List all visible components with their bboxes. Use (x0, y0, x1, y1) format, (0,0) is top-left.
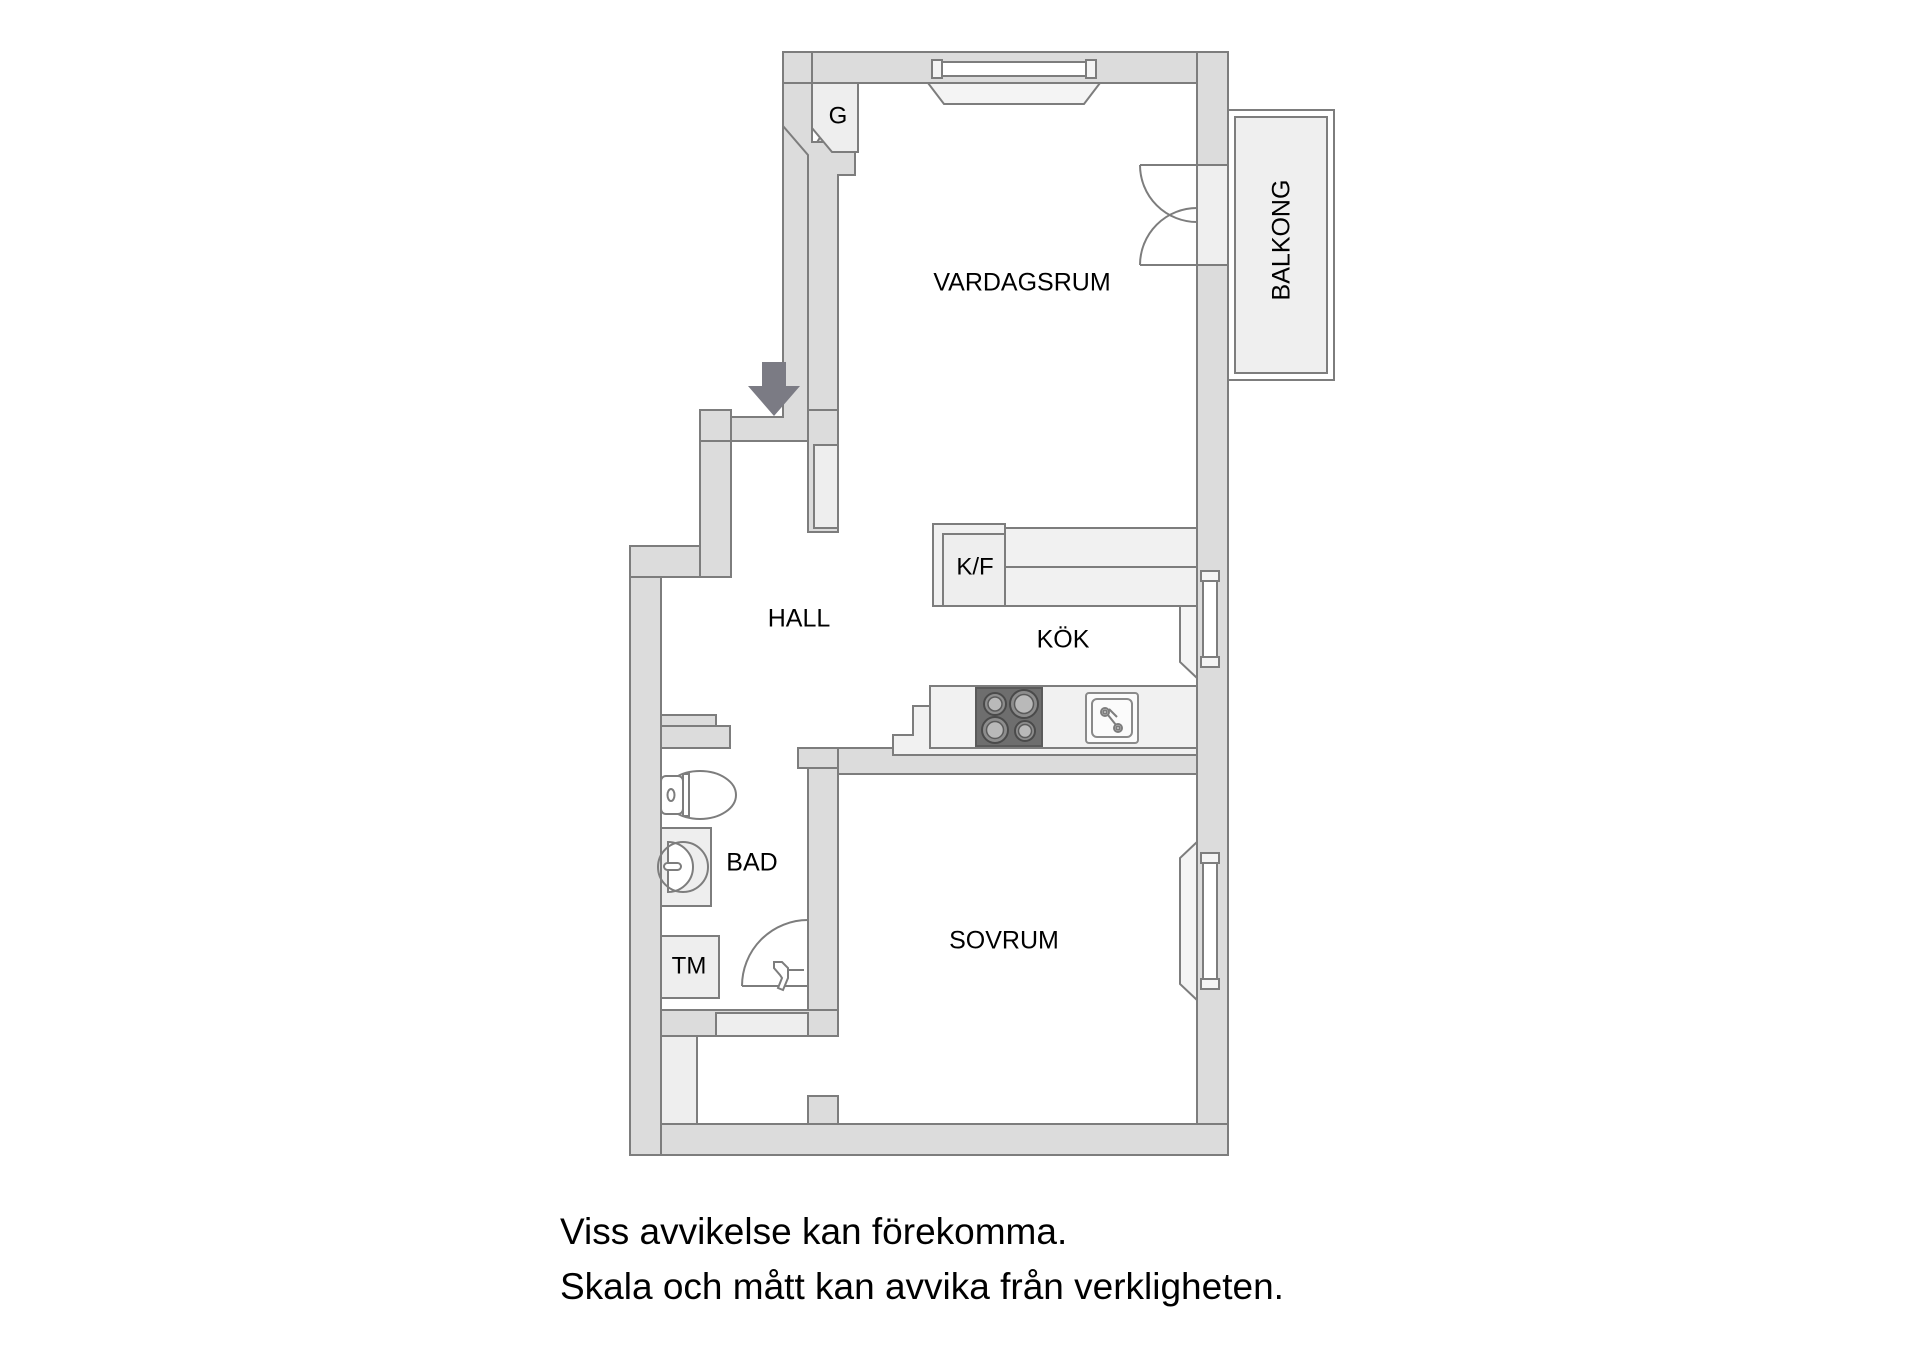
bathroom-door-swing (741, 919, 809, 992)
caption-line-2: Skala och mått kan avvika från verklighe… (560, 1266, 1284, 1308)
wall-hall-lower-step2 (660, 725, 731, 749)
kitchen-sink (1085, 692, 1139, 744)
closet-g-box (811, 82, 859, 153)
label-kyl-frys: K/F (956, 553, 993, 580)
balcony-double-door (1139, 164, 1229, 266)
room-label-balkong: BALKONG (1268, 180, 1296, 301)
room-label-sovrum: SOVRUM (949, 927, 1059, 955)
window-bedroom-right (1179, 839, 1220, 1003)
wall-left-step-top (699, 409, 732, 442)
label-garderob-g: G (829, 102, 848, 129)
disclaimer-caption: Viss avvikelse kan förekomma. Skala och … (560, 1208, 1560, 1319)
entrance-arrow (748, 362, 800, 416)
wall-bottom-exterior (629, 1123, 1229, 1156)
wall-bath-right (807, 747, 839, 1011)
hall-wardrobe (660, 1035, 698, 1125)
label-tvattmaskin: TM (672, 952, 707, 979)
hall-door-opening (813, 444, 839, 529)
wall-bottom-stub (807, 1095, 839, 1125)
balcony (1227, 109, 1335, 381)
kitchen-lower-counter (892, 685, 1198, 756)
bath-bottom-cabinet (715, 1012, 809, 1037)
stove (975, 687, 1043, 747)
toilet (660, 770, 737, 820)
washing-machine (660, 935, 720, 999)
wall-closet-niche (782, 51, 813, 84)
room-label-vardagsrum: VARDAGSRUM (933, 269, 1110, 297)
window-livingroom-top (925, 59, 1103, 105)
wall-left-exterior-lower (629, 545, 662, 1156)
refrigerator-freezer (932, 523, 1006, 607)
caption-line-1: Viss avvikelse kan förekomma. (560, 1211, 1068, 1252)
room-label-hall: HALL (768, 605, 831, 633)
kitchen-upper-cabinets (1002, 527, 1198, 607)
room-label-kok: KÖK (1037, 626, 1090, 654)
room-label-bad: BAD (726, 849, 777, 877)
washbasin (657, 827, 712, 907)
